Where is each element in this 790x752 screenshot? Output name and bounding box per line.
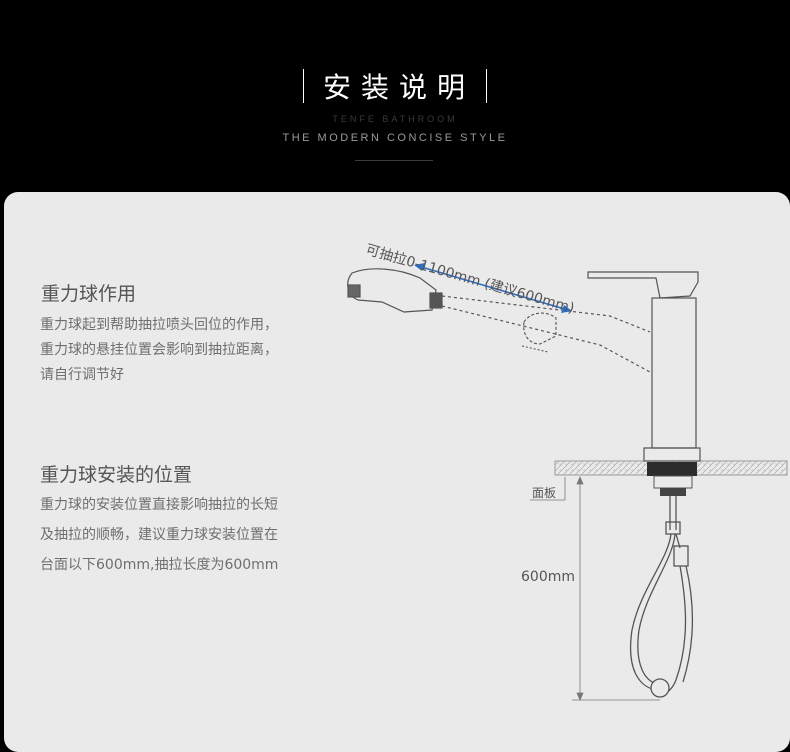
slogan-subtitle: THE MODERN CONCISE STYLE: [282, 132, 508, 144]
faucet-body: [587, 271, 701, 462]
section1-heading: 重力球作用: [41, 283, 137, 305]
header: 安装说明 TENFE BATHROOM THE MODERN CONCISE S…: [0, 0, 790, 192]
pull-range-arrow: [414, 263, 572, 313]
section2-line: 及抽拉的顺畅，建议重力球安装位置在: [40, 527, 278, 543]
spray-head-docked: [521, 312, 557, 353]
brand-subtitle: TENFE BATHROOM: [332, 114, 458, 124]
mount-nut: [647, 462, 697, 476]
section2-heading: 重力球安装的位置: [40, 464, 193, 486]
mount-washer: [660, 488, 686, 496]
title-left-bar: [302, 69, 304, 103]
page-title: 安装说明: [322, 71, 475, 104]
section1-line: 重力球起到帮助抽拉喷头回位的作用，: [40, 317, 278, 333]
depth-label: 600mm: [521, 569, 575, 585]
section2-line: 重力球的安装位置直接影响抽拉的长短: [40, 497, 278, 513]
counter-label: 面板: [532, 486, 557, 500]
section1-line: 请自行调节好: [40, 367, 124, 383]
gravity-ball: [650, 678, 670, 698]
title-right-bar: [486, 69, 488, 103]
depth-dimension: [530, 475, 660, 702]
title-divider: [355, 160, 433, 161]
section2-text: 重力球的安装位置直接影响抽拉的长短 及抽拉的顺畅，建议重力球安装位置在 台面以下…: [40, 490, 278, 580]
pull-out-hose: [630, 496, 693, 695]
section2-line: 台面以下600mm,抽拉长度为600mm: [40, 557, 279, 573]
section1-text: 重力球起到帮助抽拉喷头回位的作用， 重力球的悬挂位置会影响到抽拉距离， 请自行调…: [40, 313, 278, 388]
title-block: 安装说明: [0, 66, 790, 106]
mount-shank: [653, 475, 693, 489]
section1-line: 重力球的悬挂位置会影响到抽拉距离，: [40, 342, 278, 358]
spray-head-extended: [347, 268, 651, 373]
